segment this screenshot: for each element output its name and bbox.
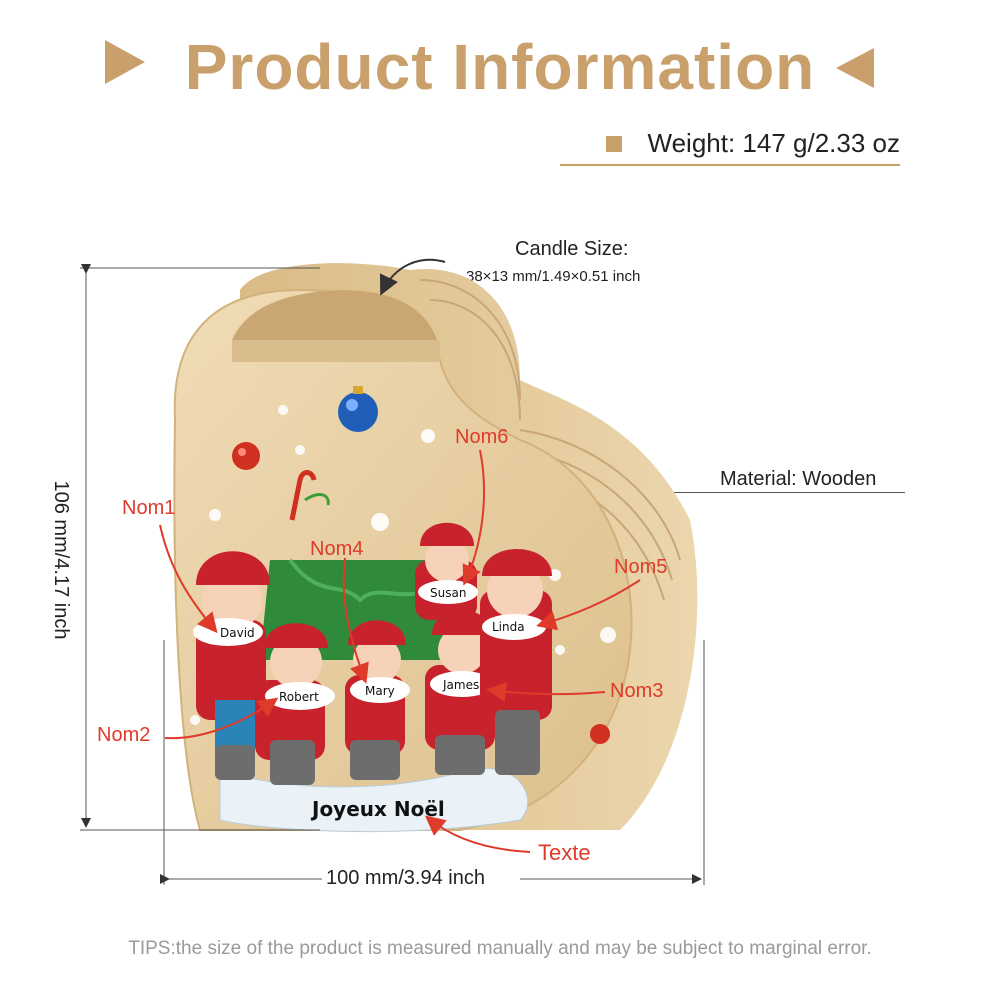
- title-right-arrow-icon: [836, 48, 874, 88]
- annotation-nom5: Nom5: [614, 556, 668, 578]
- figure-label-james: James: [443, 678, 480, 692]
- weight-info: Weight: 147 g/2.33 oz: [605, 128, 900, 159]
- height-dimension-line: [80, 264, 320, 831]
- annotation-texte: Texte: [538, 840, 591, 865]
- greeting-text: Joyeux Noël: [312, 797, 445, 821]
- title-left-arrow-icon: [105, 40, 145, 84]
- height-dimension-label: 106 mm/4.17 inch: [50, 480, 72, 640]
- annotation-nom2: Nom2: [97, 724, 151, 746]
- figure-susan: [415, 522, 478, 620]
- figure-label-susan: Susan: [430, 586, 467, 600]
- annotation-nom6: Nom6: [455, 426, 509, 448]
- material-label: Material: Wooden: [720, 468, 877, 490]
- ornament-blue-icon: [338, 386, 378, 432]
- bullet-square-icon: [605, 135, 622, 152]
- tips-note: TIPS:the size of the product is measured…: [128, 938, 872, 959]
- figure-label-robert: Robert: [279, 690, 319, 704]
- candy-cane-icon: [289, 470, 330, 521]
- annotation-nom1: Nom1: [122, 497, 176, 519]
- figure-label-linda: Linda: [492, 620, 525, 634]
- weight-underline: [560, 164, 900, 166]
- width-dimension-label: 100 mm/3.94 inch: [326, 867, 485, 889]
- weight-text: Weight: 147 g/2.33 oz: [647, 128, 900, 158]
- figure-label-mary: Mary: [365, 684, 395, 698]
- family-figures: [193, 522, 552, 785]
- snowflakes-decoration: [190, 405, 616, 725]
- width-dimension-line: [160, 640, 705, 885]
- page-title: Product Information: [184, 31, 816, 103]
- ornament-red-icon: [232, 442, 610, 744]
- candle-size-arrow: [379, 258, 446, 296]
- figure-label-david: David: [220, 626, 255, 640]
- material-leader-line: [605, 492, 905, 493]
- annotation-arrows: [159, 449, 641, 853]
- annotation-nom3: Nom3: [610, 680, 664, 702]
- annotation-nom4: Nom4: [310, 538, 364, 560]
- figure-mary: [345, 620, 410, 780]
- candle-size-value: 38×13 mm/1.49×0.51 inch: [466, 268, 641, 285]
- candle-size-label: Candle Size:: [515, 238, 629, 260]
